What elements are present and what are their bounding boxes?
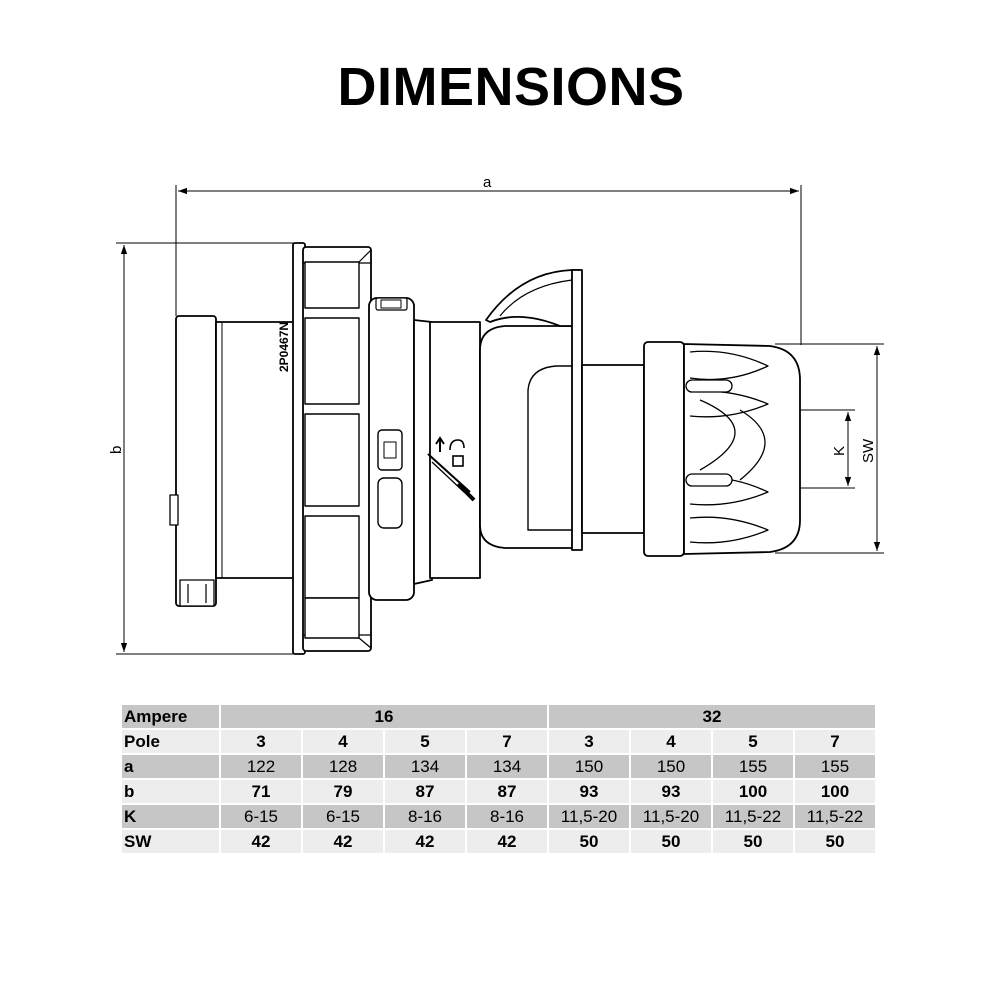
table-cell: 42 (467, 830, 547, 853)
table-cell: 7 (467, 730, 547, 753)
table-cell: 5 (385, 730, 465, 753)
table-cell: 134 (385, 755, 465, 778)
dimension-b (116, 242, 298, 655)
table-cell: 8-16 (467, 805, 547, 828)
plug-outline (169, 242, 801, 655)
table-cell: 155 (713, 755, 793, 778)
table-row-label: b (122, 780, 219, 803)
table-cell: 11,5-22 (795, 805, 875, 828)
table-cell: 8-16 (385, 805, 465, 828)
table-cell: 11,5-20 (631, 805, 711, 828)
table-cell: 134 (467, 755, 547, 778)
table-cell: 42 (385, 830, 465, 853)
table-cell: 50 (795, 830, 875, 853)
table-cell: 50 (713, 830, 793, 853)
table-row-label: K (122, 805, 219, 828)
table-cell: 93 (631, 780, 711, 803)
table-row-label: Pole (122, 730, 219, 753)
table-cell: 155 (795, 755, 875, 778)
table-cell: 71 (221, 780, 301, 803)
table-cell: 79 (303, 780, 383, 803)
page-title: DIMENSIONS (337, 57, 685, 117)
table-cell: 50 (631, 830, 711, 853)
table-cell: 3 (221, 730, 301, 753)
table-cell: 6-15 (303, 805, 383, 828)
table-cell: 3 (549, 730, 629, 753)
table-cell: 11,5-20 (549, 805, 629, 828)
table-header-row: Ampere 16 32 (122, 705, 875, 728)
ampere-group-16: 16 (221, 705, 547, 728)
table-cell: 150 (631, 755, 711, 778)
dimension-sw (775, 343, 884, 554)
plug-technical-drawing: a b SW K (108, 174, 884, 655)
table-cell: 100 (713, 780, 793, 803)
table-cell: 100 (795, 780, 875, 803)
table-cell: 42 (221, 830, 301, 853)
table-cell: 150 (549, 755, 629, 778)
table-row-label: SW (122, 830, 219, 853)
product-marking: 2P0467N (277, 322, 291, 372)
dimension-sw-label: SW (860, 438, 877, 463)
table-cell: 4 (303, 730, 383, 753)
table-cell: 7 (795, 730, 875, 753)
table-cell: 42 (303, 830, 383, 853)
table-cell: 122 (221, 755, 301, 778)
table-cell: 87 (467, 780, 547, 803)
table-cell: 93 (549, 780, 629, 803)
screwdriver-lock-icon (427, 436, 476, 502)
dimension-a (175, 185, 802, 345)
dimension-k (793, 409, 855, 489)
table-cell: 6-15 (221, 805, 301, 828)
table-cell: 4 (631, 730, 711, 753)
dimension-k-label: K (831, 446, 848, 456)
table-cell: 5 (713, 730, 793, 753)
dimension-a-label: a (483, 174, 492, 191)
dimension-b-label: b (108, 446, 125, 454)
table-cell: 128 (303, 755, 383, 778)
table-cell: 11,5-22 (713, 805, 793, 828)
table-cell: 87 (385, 780, 465, 803)
table-cell: 50 (549, 830, 629, 853)
table-row-label: Ampere (122, 705, 219, 728)
table-row-label: a (122, 755, 219, 778)
ampere-group-32: 32 (549, 705, 875, 728)
